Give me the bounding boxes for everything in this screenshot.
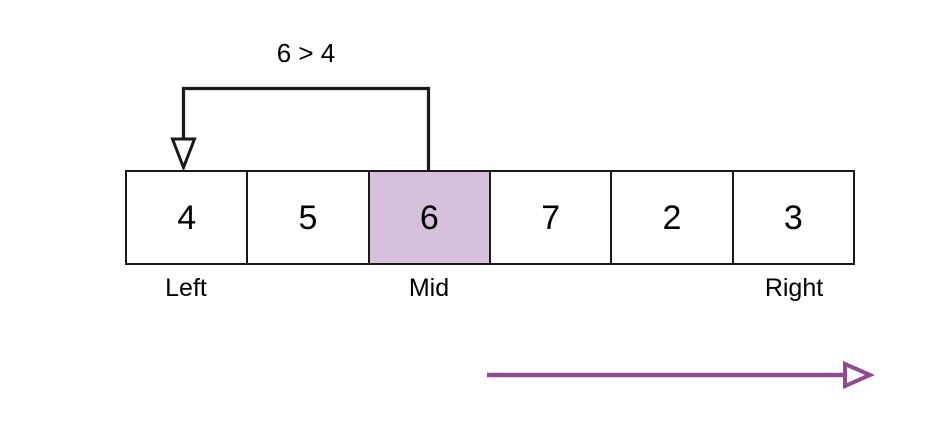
mid-pointer-label: Mid — [408, 274, 450, 302]
array-cell-3[interactable]: 7 — [489, 170, 612, 265]
array-cell-4[interactable]: 2 — [611, 170, 733, 265]
cell-value: 5 — [298, 198, 318, 237]
pointer-label-row: Left Mid Right — [125, 273, 855, 307]
cell-value: 6 — [419, 198, 439, 237]
array-cell-0[interactable]: 4 — [125, 170, 248, 265]
right-pointer-label: Right — [764, 274, 824, 302]
array-cell-2[interactable]: 6 — [368, 170, 490, 265]
array-cell-5[interactable]: 3 — [732, 170, 855, 265]
array-cell-1[interactable]: 5 — [247, 170, 369, 265]
array-row: 4 5 6 7 2 3 — [125, 170, 855, 265]
cell-value: 7 — [541, 198, 561, 237]
cell-value: 2 — [662, 198, 682, 237]
cell-value: 4 — [177, 198, 197, 237]
cell-value: 3 — [783, 198, 803, 237]
left-pointer-label: Left — [165, 274, 207, 302]
comparison-label: 6 > 4 — [276, 38, 336, 68]
